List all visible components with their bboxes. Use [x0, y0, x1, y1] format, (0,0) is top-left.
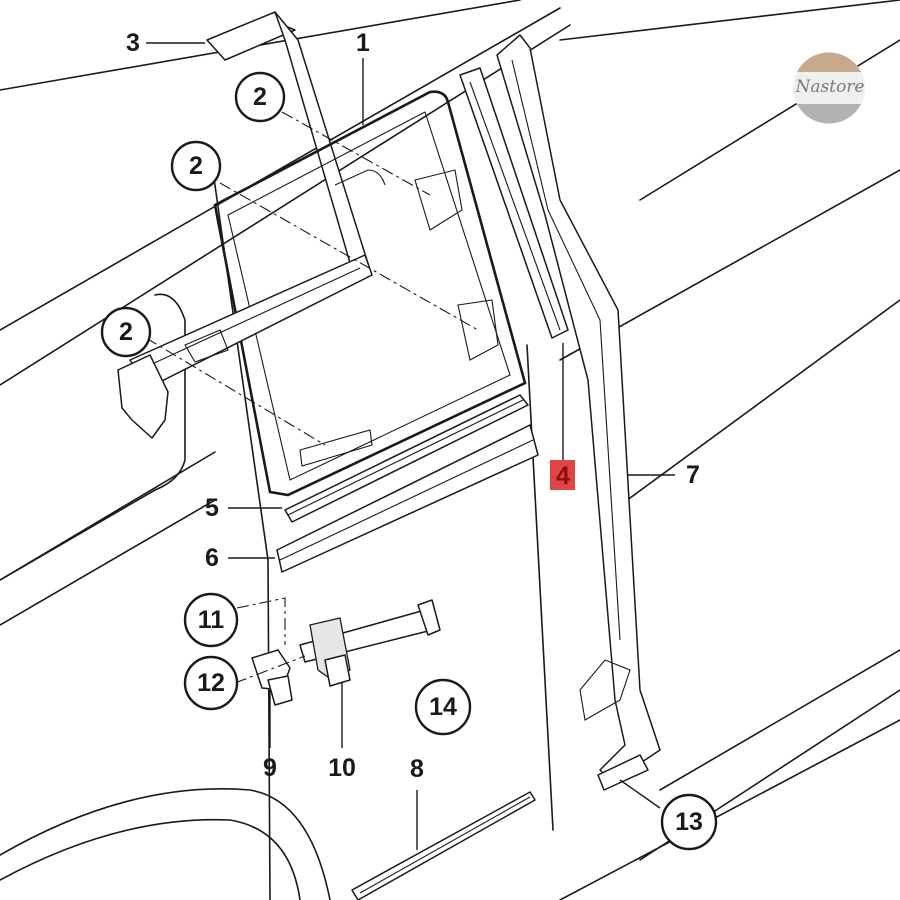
leader-lines [145, 42, 675, 850]
part-13-clip [597, 754, 649, 791]
callout-12: 12 [183, 655, 239, 711]
callout-2-b: 2 [170, 140, 222, 192]
callout-9: 9 [263, 754, 277, 782]
callout-10: 10 [328, 754, 356, 782]
callout-7: 7 [686, 461, 700, 489]
part-3-trim [206, 11, 371, 281]
callout-8: 8 [410, 755, 424, 783]
callout-3: 3 [126, 29, 140, 57]
part-1-window-glass [213, 90, 527, 497]
callout-13: 13 [660, 793, 718, 851]
callout-11: 11 [183, 592, 239, 648]
callout-2-a: 2 [234, 71, 286, 123]
callout-1: 1 [356, 29, 370, 57]
callout-2-c: 2 [100, 306, 152, 358]
part-8-sill-strip [351, 791, 536, 900]
glass-guide-rail [117, 254, 373, 439]
part-6-outer-strip [276, 424, 539, 573]
watermark-brand: Nastore [795, 77, 865, 97]
callout-label: 14 [429, 693, 457, 721]
part-4-seal [459, 67, 569, 339]
callout-5: 5 [205, 494, 219, 522]
callout-label: 13 [675, 808, 703, 836]
callout-label: 4 [556, 462, 570, 490]
callout-4-highlighted: 4 [550, 460, 575, 490]
callout-label: 2 [189, 152, 203, 180]
part-5-inner-strip [284, 394, 529, 523]
callout-label: 2 [119, 318, 133, 346]
callout-label: 11 [198, 606, 225, 634]
callout-label: 2 [253, 83, 267, 111]
callout-label: 12 [197, 669, 225, 697]
callout-14: 14 [414, 678, 472, 736]
door-check-assembly [251, 599, 441, 706]
nastore-logo: Nastore [793, 52, 865, 124]
callout-6: 6 [205, 544, 219, 572]
